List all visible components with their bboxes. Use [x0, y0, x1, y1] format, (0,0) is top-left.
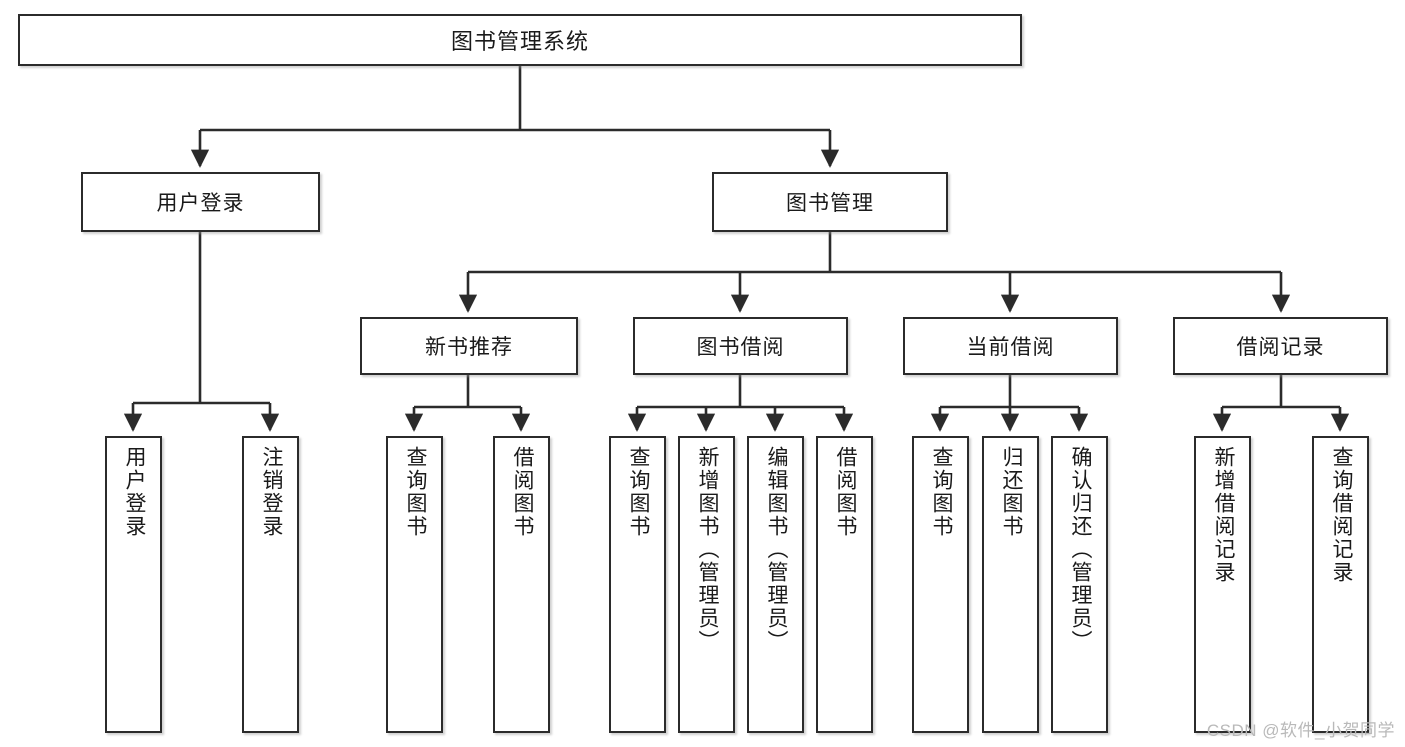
node-label: 图书管理系统: [450, 29, 589, 54]
node-label: 借阅图书: [510, 446, 534, 538]
node-leaf-query-book-current[interactable]: 查询图书: [912, 436, 969, 733]
node-label: 借阅图书: [833, 446, 857, 538]
node-label: 编辑图书（管理员）: [764, 446, 788, 653]
node-label: 新增借阅记录: [1211, 446, 1235, 584]
node-book-borrow[interactable]: 图书借阅: [633, 317, 848, 375]
node-label: 查询图书: [403, 446, 427, 538]
node-borrow-record[interactable]: 借阅记录: [1173, 317, 1388, 375]
node-leaf-query-borrow-record[interactable]: 查询借阅记录: [1312, 436, 1369, 733]
node-label: 查询图书: [626, 446, 650, 538]
node-current-borrow[interactable]: 当前借阅: [903, 317, 1118, 375]
node-label: 新增图书（管理员）: [695, 446, 719, 653]
node-leaf-confirm-return-admin[interactable]: 确认归还（管理员）: [1051, 436, 1108, 733]
node-label: 用户登录: [122, 446, 146, 538]
node-label: 归还图书: [999, 446, 1023, 538]
node-label: 新书推荐: [425, 336, 513, 359]
node-leaf-return-book[interactable]: 归还图书: [982, 436, 1039, 733]
node-root-library-system[interactable]: 图书管理系统: [18, 14, 1022, 66]
node-label: 用户登录: [156, 192, 245, 215]
node-leaf-logout[interactable]: 注销登录: [242, 436, 299, 733]
node-label: 确认归还（管理员）: [1068, 446, 1092, 653]
node-label: 查询借阅记录: [1329, 446, 1353, 584]
node-label: 注销登录: [259, 446, 283, 538]
node-leaf-borrow-book[interactable]: 借阅图书: [816, 436, 873, 733]
node-new-book-recommend[interactable]: 新书推荐: [360, 317, 578, 375]
node-leaf-add-borrow-record[interactable]: 新增借阅记录: [1194, 436, 1251, 733]
node-leaf-query-book-borrow[interactable]: 查询图书: [609, 436, 666, 733]
node-leaf-edit-book-admin[interactable]: 编辑图书（管理员）: [747, 436, 804, 733]
node-label: 图书借阅: [696, 336, 785, 359]
node-leaf-borrow-book-recommend[interactable]: 借阅图书: [493, 436, 550, 733]
node-label: 查询图书: [929, 446, 953, 538]
node-leaf-add-book-admin[interactable]: 新增图书（管理员）: [678, 436, 735, 733]
node-label: 当前借阅: [966, 336, 1055, 359]
node-book-management[interactable]: 图书管理: [712, 172, 948, 232]
csdn-watermark: CSDN @软件_小贺同学: [1206, 721, 1395, 740]
node-label: 图书管理: [786, 192, 874, 215]
node-label: 借阅记录: [1236, 336, 1325, 359]
node-leaf-query-book-recommend[interactable]: 查询图书: [386, 436, 443, 733]
node-user-login[interactable]: 用户登录: [81, 172, 320, 232]
node-leaf-user-login[interactable]: 用户登录: [105, 436, 162, 733]
